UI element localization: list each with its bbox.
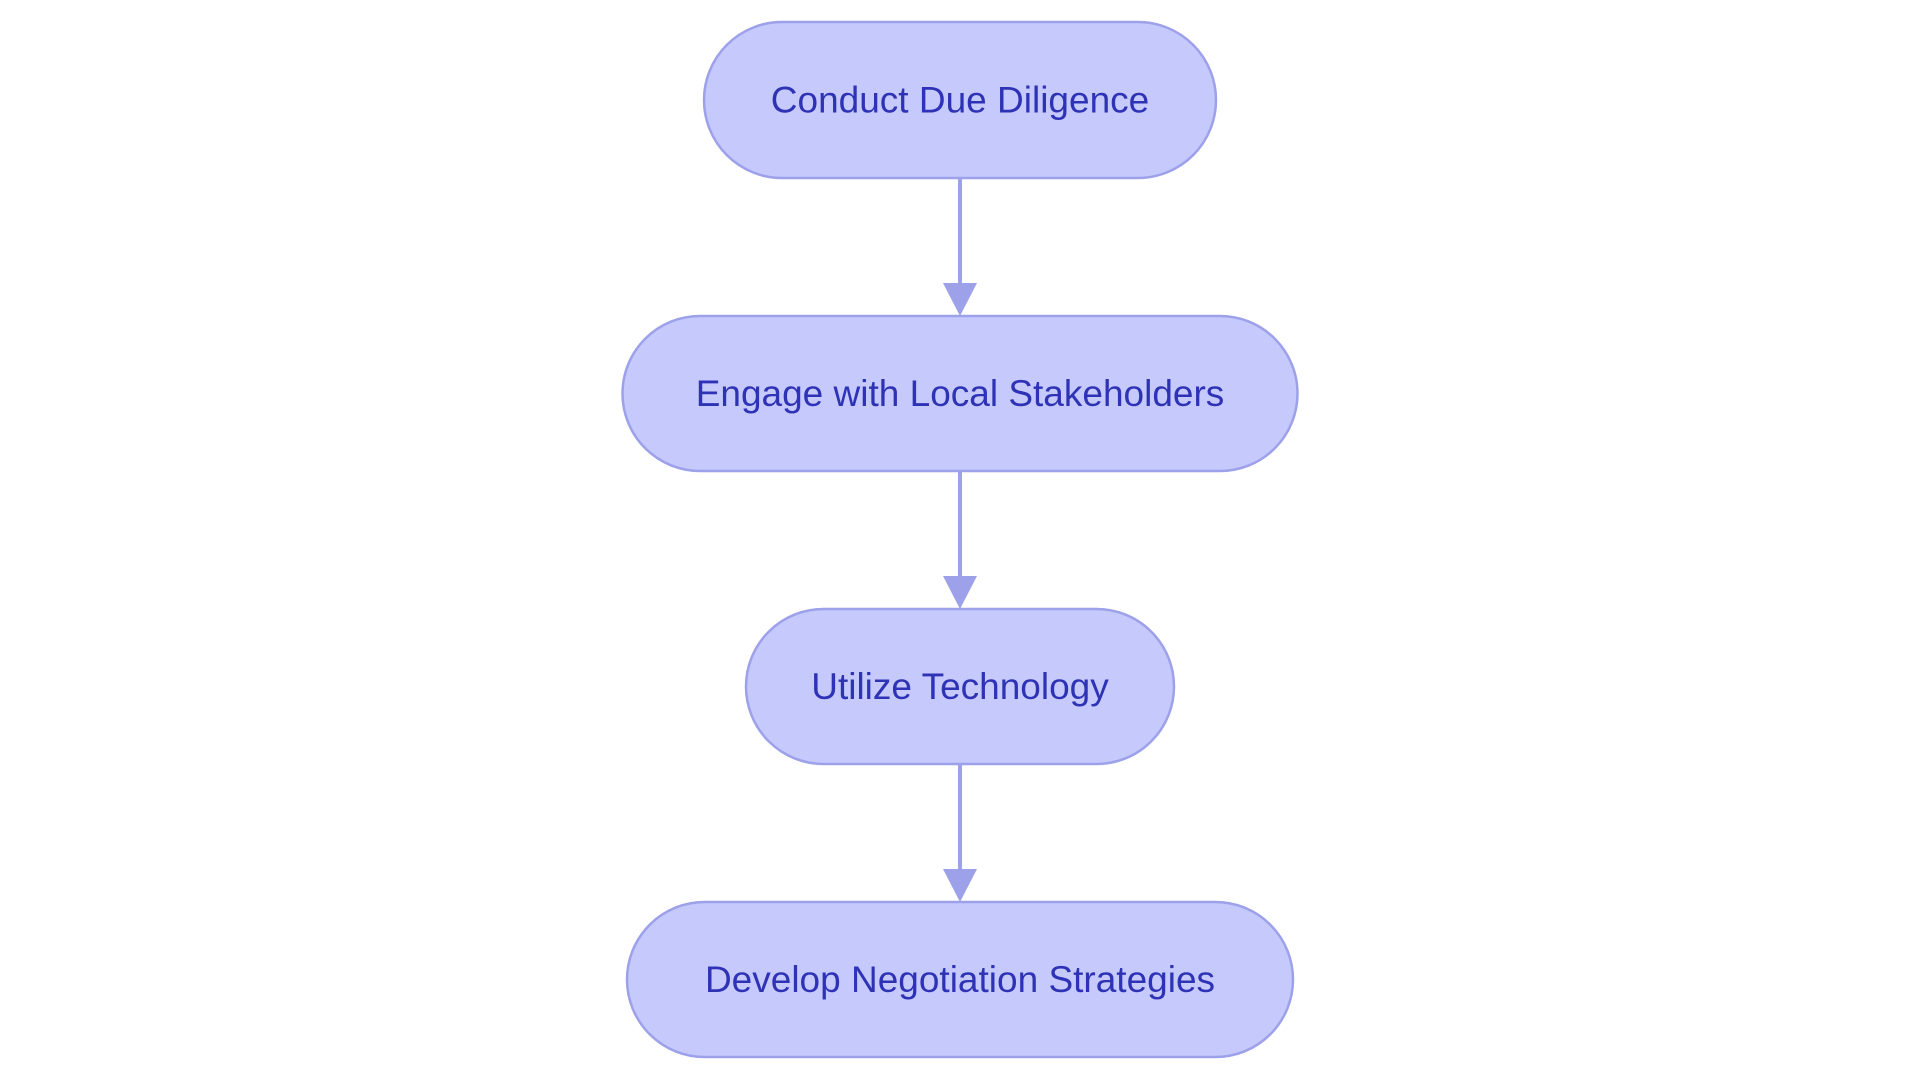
flow-node-label: Conduct Due Diligence (771, 80, 1149, 121)
flow-node-label: Utilize Technology (811, 666, 1109, 707)
flow-node: Utilize Technology (744, 607, 1176, 766)
flow-node-label: Engage with Local Stakeholders (696, 373, 1225, 414)
flow-node-label: Develop Negotiation Strategies (705, 959, 1215, 1000)
edges (943, 178, 977, 902)
flow-node-shape (621, 314, 1299, 473)
arrowhead-icon (943, 576, 977, 609)
flow-node: Develop Negotiation Strategies (625, 900, 1295, 1059)
arrowhead-icon (943, 869, 977, 902)
flow-node: Engage with Local Stakeholders (621, 314, 1299, 473)
arrowhead-icon (943, 283, 977, 316)
flow-node: Conduct Due Diligence (702, 20, 1218, 180)
flow-arrow (943, 471, 977, 609)
flow-node-shape (744, 607, 1176, 766)
flow-arrow (943, 178, 977, 316)
flow-node-shape (702, 20, 1218, 180)
flow-arrow (943, 764, 977, 902)
flow-node-shape (625, 900, 1295, 1059)
